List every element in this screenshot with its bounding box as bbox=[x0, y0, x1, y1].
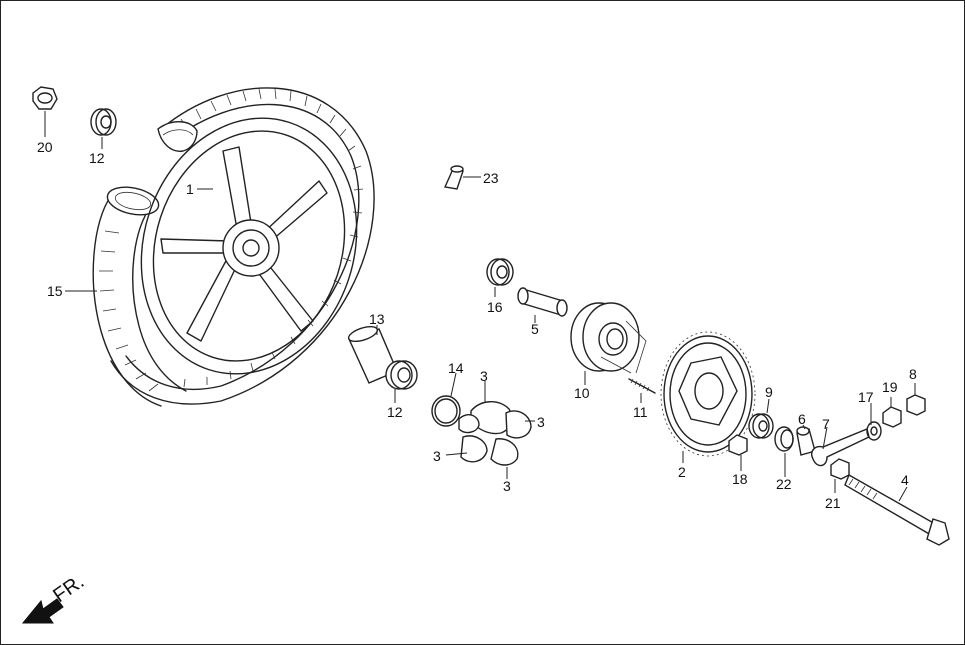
bearing-16-drawing bbox=[486, 258, 514, 286]
bearing-12-mid-drawing bbox=[385, 360, 418, 390]
lock-nut-19-drawing bbox=[882, 406, 902, 428]
front-arrow-icon bbox=[21, 598, 64, 624]
callout-numbers: 20 12 1 15 23 13 12 14 3 3 3 3 16 5 10 1… bbox=[37, 139, 917, 511]
callout-6: 6 bbox=[798, 411, 806, 427]
callout-14: 14 bbox=[448, 360, 464, 376]
callout-8: 8 bbox=[909, 366, 917, 382]
callout-5: 5 bbox=[531, 321, 539, 337]
axle-4-drawing bbox=[844, 473, 950, 546]
callout-16: 16 bbox=[487, 299, 503, 315]
callout-10: 10 bbox=[574, 385, 590, 401]
callout-1: 1 bbox=[186, 181, 194, 197]
callout-7: 7 bbox=[822, 416, 830, 432]
rim-drawing bbox=[140, 117, 358, 375]
chain-adjuster-7-drawing bbox=[811, 428, 870, 467]
callout-3-bottom: 3 bbox=[503, 478, 511, 494]
callout-9: 9 bbox=[765, 384, 773, 400]
callout-15: 15 bbox=[47, 283, 63, 299]
washer-17-drawing bbox=[866, 421, 882, 441]
o-ring-14-drawing bbox=[431, 395, 461, 427]
callout-11: 11 bbox=[633, 404, 648, 420]
adjuster-nut-21-drawing bbox=[830, 458, 850, 480]
driven-sprocket-2-drawing bbox=[660, 331, 756, 457]
stud-11-drawing bbox=[628, 378, 656, 394]
callout-13: 13 bbox=[369, 311, 385, 327]
collar-5-drawing bbox=[517, 287, 568, 317]
callout-17: 17 bbox=[858, 389, 874, 405]
callout-3-left: 3 bbox=[433, 448, 441, 464]
callout-20: 20 bbox=[37, 139, 53, 155]
callout-3-right: 3 bbox=[537, 414, 545, 430]
callout-21: 21 bbox=[825, 495, 841, 511]
bearing-12-top-drawing bbox=[90, 108, 117, 136]
callout-22: 22 bbox=[776, 476, 792, 492]
callout-12-mid: 12 bbox=[387, 404, 403, 420]
oil-seal-22-drawing bbox=[774, 426, 794, 452]
leader-lines bbox=[44, 111, 916, 502]
callout-23: 23 bbox=[483, 170, 499, 186]
valve-23-drawing bbox=[443, 165, 464, 190]
nut-8-drawing bbox=[906, 394, 926, 416]
front-direction-indicator: FR. bbox=[21, 571, 88, 624]
sprocket-flange-10-drawing bbox=[570, 302, 647, 374]
flange-nut-18-drawing bbox=[728, 434, 748, 456]
tire-drawing bbox=[92, 87, 375, 407]
damper-rubbers-3-drawing bbox=[458, 401, 532, 466]
callout-3-top: 3 bbox=[480, 368, 488, 384]
flange-bearing-9-drawing bbox=[748, 413, 774, 439]
axle-nut-20-drawing bbox=[32, 86, 58, 110]
callout-19: 19 bbox=[882, 379, 898, 395]
callout-2: 2 bbox=[678, 464, 686, 480]
callout-18: 18 bbox=[732, 471, 748, 487]
callout-12-top: 12 bbox=[89, 150, 105, 166]
side-collar-6-drawing bbox=[796, 426, 816, 456]
callout-4: 4 bbox=[901, 472, 909, 488]
